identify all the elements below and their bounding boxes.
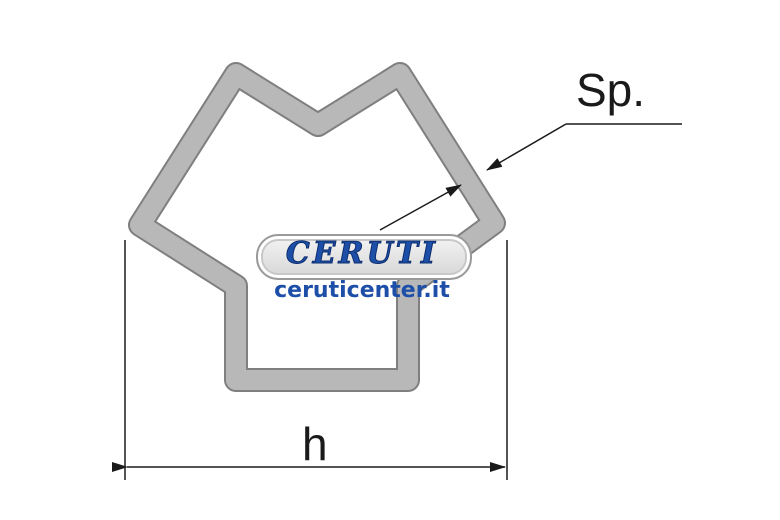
tube-profile-wall <box>130 64 504 390</box>
thickness-arrow-inner <box>379 184 462 231</box>
logo-brand-text: CERUTI <box>285 236 439 272</box>
logo-url-text: ceruticenter.it <box>274 278 450 303</box>
width-label: h <box>302 418 328 470</box>
thickness-arrow-outer <box>486 123 567 171</box>
ceruti-logo: CERUTI ceruticenter.it <box>256 234 472 310</box>
logo-badge <box>256 234 472 280</box>
thickness-label: Sp. <box>576 64 645 116</box>
